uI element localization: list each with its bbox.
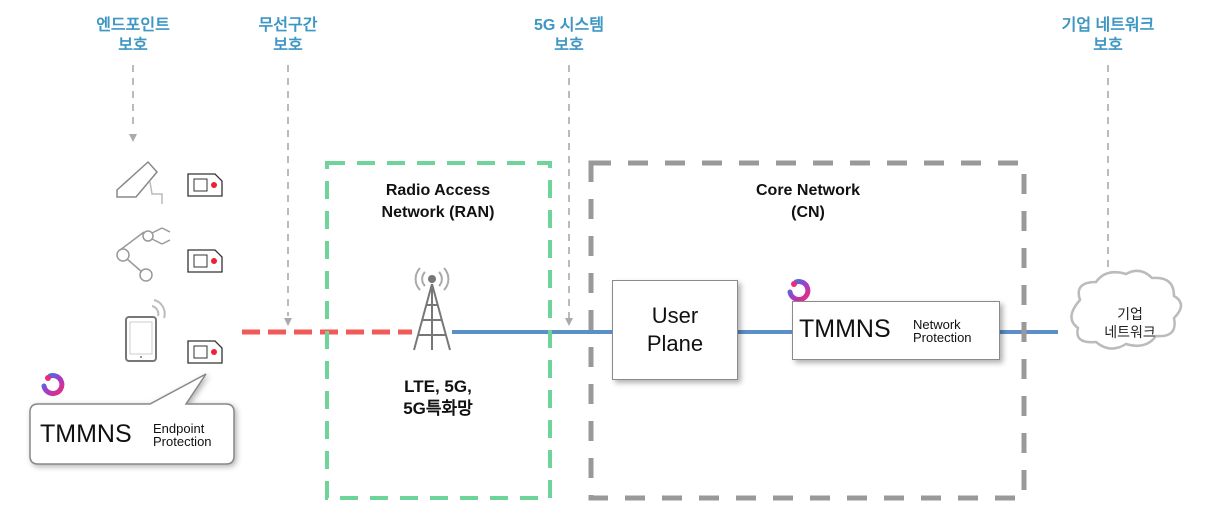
5g-system-protection-label: 5G 시스템 보호 (519, 16, 619, 56)
core-network-title: Core Network (CN) (708, 180, 908, 224)
ran-title: Radio Access Network (RAN) (338, 180, 538, 224)
title-line: Network (RAN) (381, 204, 495, 221)
endpoint-brand-name: TMMNS (40, 420, 132, 448)
cell-tower-icon (413, 267, 451, 351)
endpoint-product-line: Protection (153, 434, 212, 449)
user-plane-box: User Plane (612, 280, 738, 380)
product-line: Protection (913, 330, 972, 345)
label-line: 보호 (273, 37, 303, 54)
endpoint-callout (29, 373, 235, 465)
title-line: Core Network (755, 182, 861, 199)
cctv-camera-icon (116, 160, 163, 204)
label-line: 보호 (554, 37, 584, 54)
product-line: Network (913, 317, 961, 332)
wireless-protection-label: 무선구간 보호 (238, 16, 338, 56)
sim-card-icon (187, 249, 223, 273)
label-line: 무선구간 (258, 17, 318, 34)
endpoint-protection-label: 엔드포인트 보호 (83, 16, 183, 56)
sim-card-icon (187, 340, 223, 364)
title-line: Radio Access (385, 182, 491, 199)
label-line: 5G 시스템 (534, 17, 604, 34)
robot-arm-icon (116, 227, 171, 282)
ran-technology-label: LTE, 5G, 5G특화망 (338, 376, 538, 420)
tmmns-logo-icon (41, 373, 65, 397)
label-line: 보호 (1093, 37, 1123, 54)
title-line: LTE, 5G, (404, 377, 472, 396)
title-line: (CN) (791, 204, 825, 221)
network-protection-box: TMMNS Network Protection (792, 301, 1000, 360)
sim-card-icon (187, 173, 223, 197)
cloud-line: 기업 (1117, 306, 1143, 322)
label-line: 엔드포인트 (96, 17, 170, 34)
box-line: Plane (646, 331, 704, 356)
tmmns-logo-icon (787, 279, 811, 303)
endpoint-product-line: Endpoint (153, 421, 205, 436)
enterprise-network-protection-label: 기업 네트워크 보호 (1043, 16, 1173, 56)
cloud-line: 네트워크 (1104, 324, 1156, 340)
label-line: 기업 네트워크 (1061, 17, 1155, 34)
title-line: 5G특화망 (403, 399, 473, 418)
tablet-icon (125, 299, 166, 362)
ran-boundary (325, 161, 552, 500)
enterprise-cloud-icon (1070, 269, 1183, 350)
core-boundary (588, 160, 1027, 501)
arrow-endpoint (132, 65, 1109, 318)
box-line: User (651, 303, 699, 328)
label-line: 보호 (118, 37, 148, 54)
enterprise-network-label: 기업 네트워크 (1080, 305, 1180, 341)
brand-name: TMMNS (799, 315, 891, 343)
